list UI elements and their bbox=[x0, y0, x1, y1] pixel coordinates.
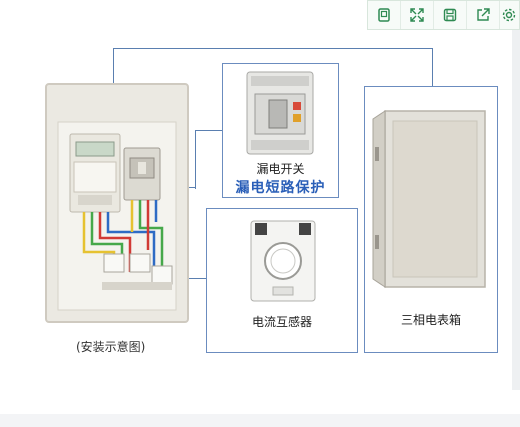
transformer-label: 电流互感器 bbox=[251, 315, 312, 329]
copy-icon bbox=[378, 8, 390, 22]
installation-caption: (安装示意图) bbox=[76, 340, 146, 354]
meter-box-image bbox=[372, 110, 486, 288]
share-icon bbox=[477, 8, 490, 21]
settings-icon bbox=[503, 8, 516, 22]
share-button[interactable] bbox=[467, 1, 500, 29]
current-transformer-image bbox=[250, 220, 316, 302]
fullscreen-button[interactable] bbox=[401, 1, 434, 29]
meter-box-card: 三相电表箱 bbox=[364, 86, 498, 353]
save-button[interactable] bbox=[434, 1, 467, 29]
settings-button[interactable] bbox=[500, 1, 519, 29]
transformer-card: 电流互感器 bbox=[206, 208, 358, 353]
fullscreen-icon bbox=[410, 8, 424, 22]
top-connector-line bbox=[113, 48, 433, 89]
breaker-card: 漏电开关 漏电短路保护 bbox=[222, 63, 339, 198]
breaker-image bbox=[246, 71, 314, 155]
scroll-edge bbox=[512, 30, 520, 390]
breaker-feature-label: 漏电短路保护 bbox=[235, 180, 326, 196]
meter-box-label: 三相电表箱 bbox=[400, 313, 461, 327]
bottom-edge bbox=[0, 414, 520, 427]
image-toolbar bbox=[367, 0, 520, 30]
copy-button[interactable] bbox=[368, 1, 401, 29]
breaker-connector-line bbox=[195, 130, 223, 189]
breaker-label: 漏电开关 bbox=[256, 162, 305, 176]
save-icon bbox=[443, 8, 456, 22]
installation-diagram-image bbox=[45, 83, 189, 323]
